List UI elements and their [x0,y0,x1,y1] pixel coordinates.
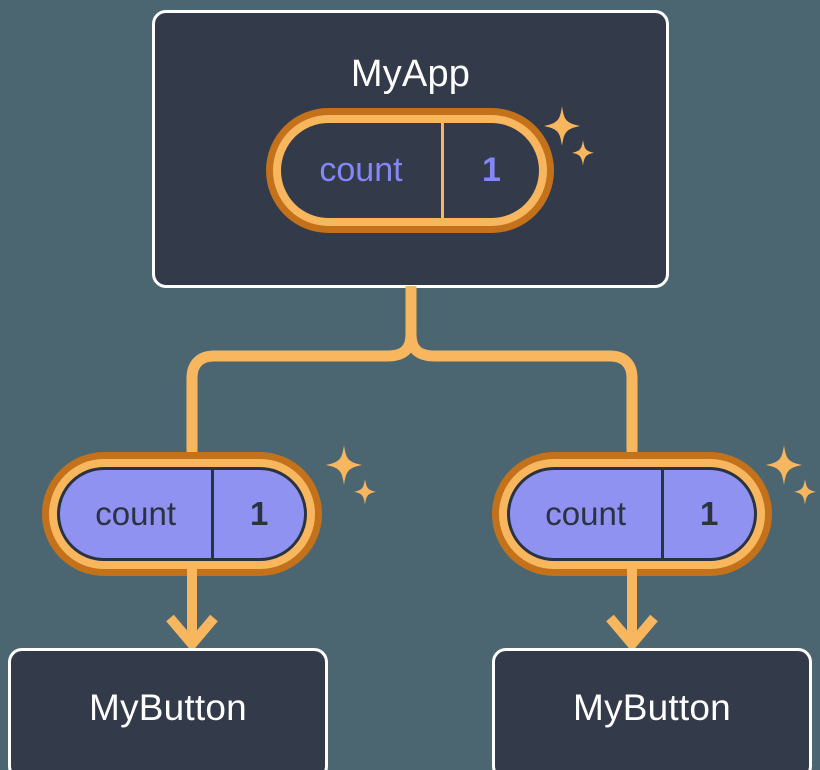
state-value-label: 1 [661,470,754,558]
state-pill-child-right[interactable]: count 1 [492,452,772,576]
state-pill-outer-ring: count 1 [42,452,322,576]
state-key-label: count [545,495,626,532]
state-pill-content: count 1 [281,123,539,218]
arrow-down-icon [602,568,662,654]
state-pill-outer-ring: count 1 [266,108,554,233]
state-key-label: count [95,495,176,532]
sparkles-icon [322,443,378,514]
state-pill-outer-ring: count 1 [492,452,772,576]
state-pill-content: count 1 [507,467,757,561]
tree-fork-connector [180,286,644,466]
component-title-myapp: MyApp [350,53,471,95]
state-pill-inner-ring: count 1 [49,459,315,569]
state-pill-myapp[interactable]: count 1 [266,108,554,233]
component-box-mybutton-left[interactable]: MyButton [8,648,328,770]
component-title-mybutton: MyButton [573,687,731,728]
arrow-down-icon [162,568,222,654]
component-box-mybutton-right[interactable]: MyButton [492,648,812,770]
state-pill-inner-ring: count 1 [273,115,547,226]
state-value-label: 1 [440,123,539,218]
state-key-label: count [319,151,403,189]
component-title-mybutton: MyButton [89,687,247,728]
state-pill-content: count 1 [57,467,307,561]
state-pill-inner-ring: count 1 [499,459,765,569]
state-value-label: 1 [211,470,304,558]
state-pill-child-left[interactable]: count 1 [42,452,322,576]
